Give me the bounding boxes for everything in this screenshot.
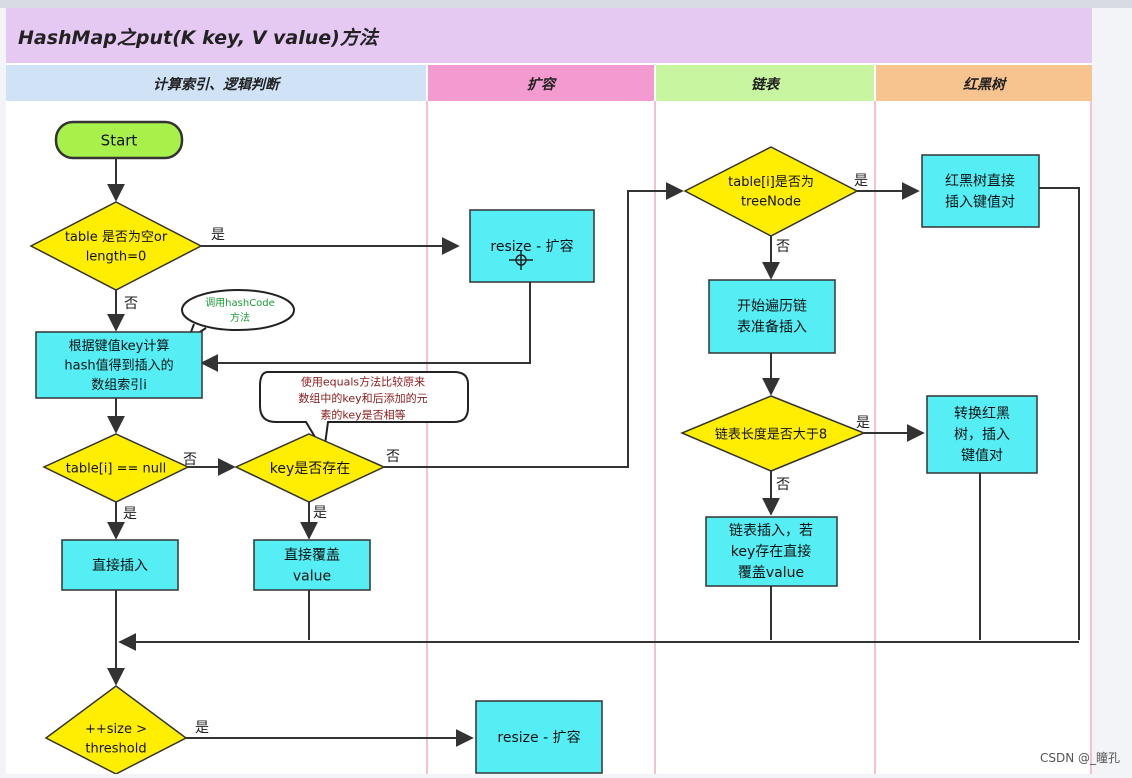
node-text: 链表插入，若 key存在直接覆盖value — [729, 523, 813, 581]
text-line: Start — [101, 131, 138, 149]
lane-label-compute: 计算索引、逻辑判断 — [153, 76, 282, 93]
text-line: 开始遍历链 — [737, 298, 807, 314]
text-line: 素的key是否相等 — [320, 407, 405, 421]
lane-header-compute — [6, 65, 426, 101]
text-line: 树，插入 — [954, 427, 1010, 443]
text-line: 红黑树直接 — [945, 172, 1015, 189]
edge-label-yes: 是 — [856, 415, 870, 431]
node-text: table[i]是否为 treeNode — [728, 175, 814, 210]
title-header — [6, 8, 1092, 63]
text-line: table[i]是否为 — [728, 175, 814, 190]
text-line: table 是否为空or — [65, 230, 168, 245]
process-direct-insert: 直接插入 — [61, 539, 179, 591]
edge-label-yes: 是 — [854, 173, 868, 189]
text-line: key是否存在 — [270, 461, 351, 477]
node-text: resize - 扩容 — [497, 729, 580, 746]
edge-label-yes: 是 — [123, 506, 137, 522]
lane-header-linkedlist — [656, 65, 874, 101]
text-line: 方法 — [230, 311, 250, 324]
edge-label-yes: 是 — [195, 720, 209, 736]
text-line: threshold — [85, 741, 146, 756]
text-line: 数组索引i — [91, 378, 147, 393]
decision-is-treenode: table[i]是否为 treeNode — [683, 146, 859, 237]
node-text: 链表长度是否大于8 — [715, 427, 827, 443]
text-line: table[i] == null — [66, 462, 166, 477]
node-text: 直接插入 — [92, 557, 148, 574]
node-text: resize - 扩容 — [490, 238, 573, 255]
decision-table-i-null: table[i] == null — [42, 433, 190, 503]
edge-label-no: 否 — [124, 296, 138, 312]
edge-label-no: 否 — [776, 239, 790, 255]
node-text: 根据键值key计算 hash值得到插入的数组索引i — [64, 338, 173, 393]
process-list-insert: 链表插入，若 key存在直接覆盖value — [705, 516, 838, 587]
text-line: value — [293, 568, 331, 584]
mouse-cursor-icon — [509, 250, 533, 270]
node-text: Start — [101, 131, 138, 149]
process-convert-tree: 转换红黑树，插入键值对 — [926, 395, 1038, 474]
node-text: 开始遍历链表准备插入 — [737, 298, 807, 335]
text-line: 数组中的key和后添加的元 — [298, 391, 427, 405]
decision-size-threshold: ++size > threshold — [44, 685, 188, 775]
edge-label-no: 否 — [386, 449, 400, 465]
text-line: key存在直接 — [731, 543, 812, 560]
window-top-bar — [0, 0, 1132, 8]
decision-list-gt8: 链表长度是否大于8 — [680, 395, 867, 472]
start-node: Start — [54, 120, 184, 160]
text-line: 根据键值key计算 — [69, 338, 170, 354]
node-text: 红黑树直接插入键值对 — [945, 172, 1015, 210]
lane-label-rbtree: 红黑树 — [963, 76, 1007, 93]
edge-label-yes: 是 — [313, 505, 327, 521]
flowchart-canvas: HashMap之put(K key, V value)方法 计算索引、逻辑判断 … — [6, 8, 1092, 775]
text-line: length=0 — [86, 249, 147, 264]
node-text: 转换红黑树，插入键值对 — [954, 405, 1010, 464]
text-line: 使用equals方法比较原来 — [301, 374, 425, 388]
node-text: table 是否为空or length=0 — [65, 230, 168, 264]
process-compute-index: 根据键值key计算 hash值得到插入的数组索引i — [35, 331, 203, 399]
flowchart-svg: HashMap之put(K key, V value)方法 计算索引、逻辑判断 … — [6, 8, 1092, 775]
decision-key-exists: key是否存在 — [234, 433, 386, 503]
process-resize-bottom: resize - 扩容 — [475, 700, 603, 774]
lane-label-linkedlist: 链表 — [751, 76, 781, 93]
text-line: ++size > — [85, 722, 147, 737]
process-traverse-list: 开始遍历链表准备插入 — [708, 279, 836, 354]
edge-label-no: 否 — [183, 452, 197, 468]
edges — [107, 158, 1080, 747]
text-line: hash值得到插入的 — [64, 358, 173, 374]
callout-text: 调用hashCode 方法 — [205, 297, 275, 324]
text-line: 链表插入，若 — [729, 523, 813, 539]
callout-equals: 使用equals方法比较原来数组中的key和后添加的元素的key是否相等 — [259, 371, 469, 455]
text-line: resize - 扩容 — [490, 238, 573, 255]
node-text: key是否存在 — [270, 461, 351, 477]
text-line: treeNode — [741, 194, 801, 209]
lane-header-resize — [428, 65, 654, 101]
text-line: 转换红黑 — [954, 405, 1010, 422]
edge-label-no: 否 — [776, 477, 790, 493]
text-line: 直接插入 — [92, 557, 148, 574]
text-line: 插入键值对 — [945, 194, 1015, 210]
text-line: 表准备插入 — [737, 318, 807, 335]
text-line: 键值对 — [961, 448, 1003, 464]
watermark: CSDN @_瞳孔 — [1039, 751, 1120, 765]
node-text: ++size > threshold — [85, 722, 147, 757]
callout-hashcode: 调用hashCode 方法 — [181, 289, 295, 343]
edge-label-yes: 是 — [211, 227, 225, 243]
text-line: 调用hashCode — [205, 297, 275, 309]
text-line: resize - 扩容 — [497, 729, 580, 746]
lane-header-rbtree — [876, 65, 1092, 101]
lane-label-resize: 扩容 — [527, 76, 557, 93]
page-title: HashMap之put(K key, V value)方法 — [18, 27, 380, 49]
process-tree-insert: 红黑树直接插入键值对 — [921, 154, 1040, 228]
edge — [1039, 187, 1080, 640]
decision-table-empty: table 是否为空or length=0 — [29, 201, 203, 291]
node-text: table[i] == null — [66, 462, 166, 477]
callout-text: 使用equals方法比较原来数组中的key和后添加的元素的key是否相等 — [298, 374, 427, 421]
text-line: 直接覆盖 — [284, 546, 340, 563]
edge — [200, 282, 531, 372]
text-line: 链表长度是否大于8 — [715, 427, 827, 443]
edge — [384, 182, 684, 468]
text-line: 覆盖value — [738, 565, 804, 581]
node-text: 直接覆盖 value — [284, 546, 340, 584]
process-resize-top: resize - 扩容 — [469, 209, 595, 283]
process-direct-overwrite: 直接覆盖 value — [253, 539, 371, 591]
